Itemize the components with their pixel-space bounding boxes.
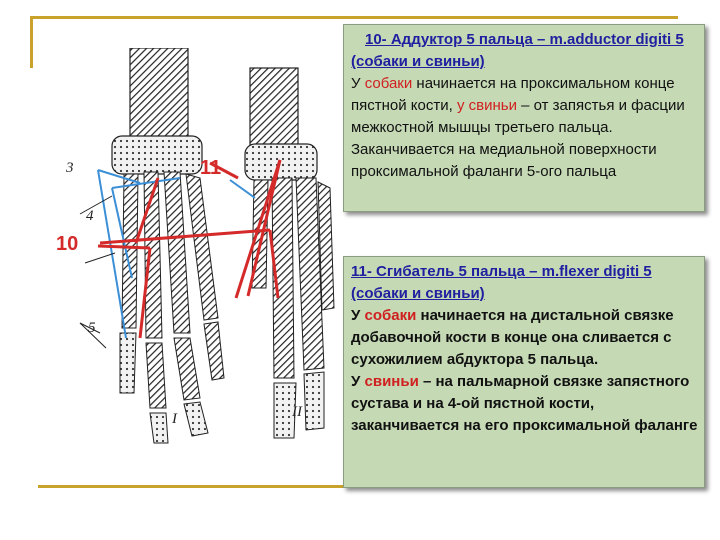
adductor-title: 10- Аддуктор 5 пальца – m.adductor digit… — [351, 31, 684, 70]
label-roman-1: I — [171, 411, 178, 427]
anatomy-illustration: 10 11 3 4 5 I II — [40, 48, 350, 478]
flexor-title: 11- Сгибатель 5 пальца – m.flexer digiti… — [351, 263, 652, 302]
label-11: 11 — [200, 157, 221, 179]
muscle-lines — [79, 159, 282, 349]
flexor-description-box: 11- Сгибатель 5 пальца – m.flexer digiti… — [343, 256, 705, 488]
label-4: 4 — [86, 208, 94, 224]
frame-left-line — [30, 16, 33, 68]
frame-top-line — [30, 16, 678, 19]
flexor-pig-text: У свиньи – на пальмарной связке запястно… — [351, 373, 698, 434]
flexor-dog-text: У собаки начинается на дистальной связке… — [351, 307, 674, 368]
left-limb-bones — [111, 48, 225, 444]
right-limb-bones — [244, 67, 335, 439]
label-5: 5 — [88, 320, 96, 336]
frame-bottom-line — [38, 485, 343, 488]
limb-drawing: 10 11 3 4 5 I II — [56, 48, 335, 444]
label-10: 10 — [56, 233, 78, 255]
label-3: 3 — [65, 160, 74, 176]
adductor-description-box: 10- Аддуктор 5 пальца – m.adductor digit… — [343, 24, 705, 212]
label-roman-2: II — [291, 404, 303, 420]
adductor-text: У собаки начинается на проксимальном кон… — [351, 75, 685, 180]
